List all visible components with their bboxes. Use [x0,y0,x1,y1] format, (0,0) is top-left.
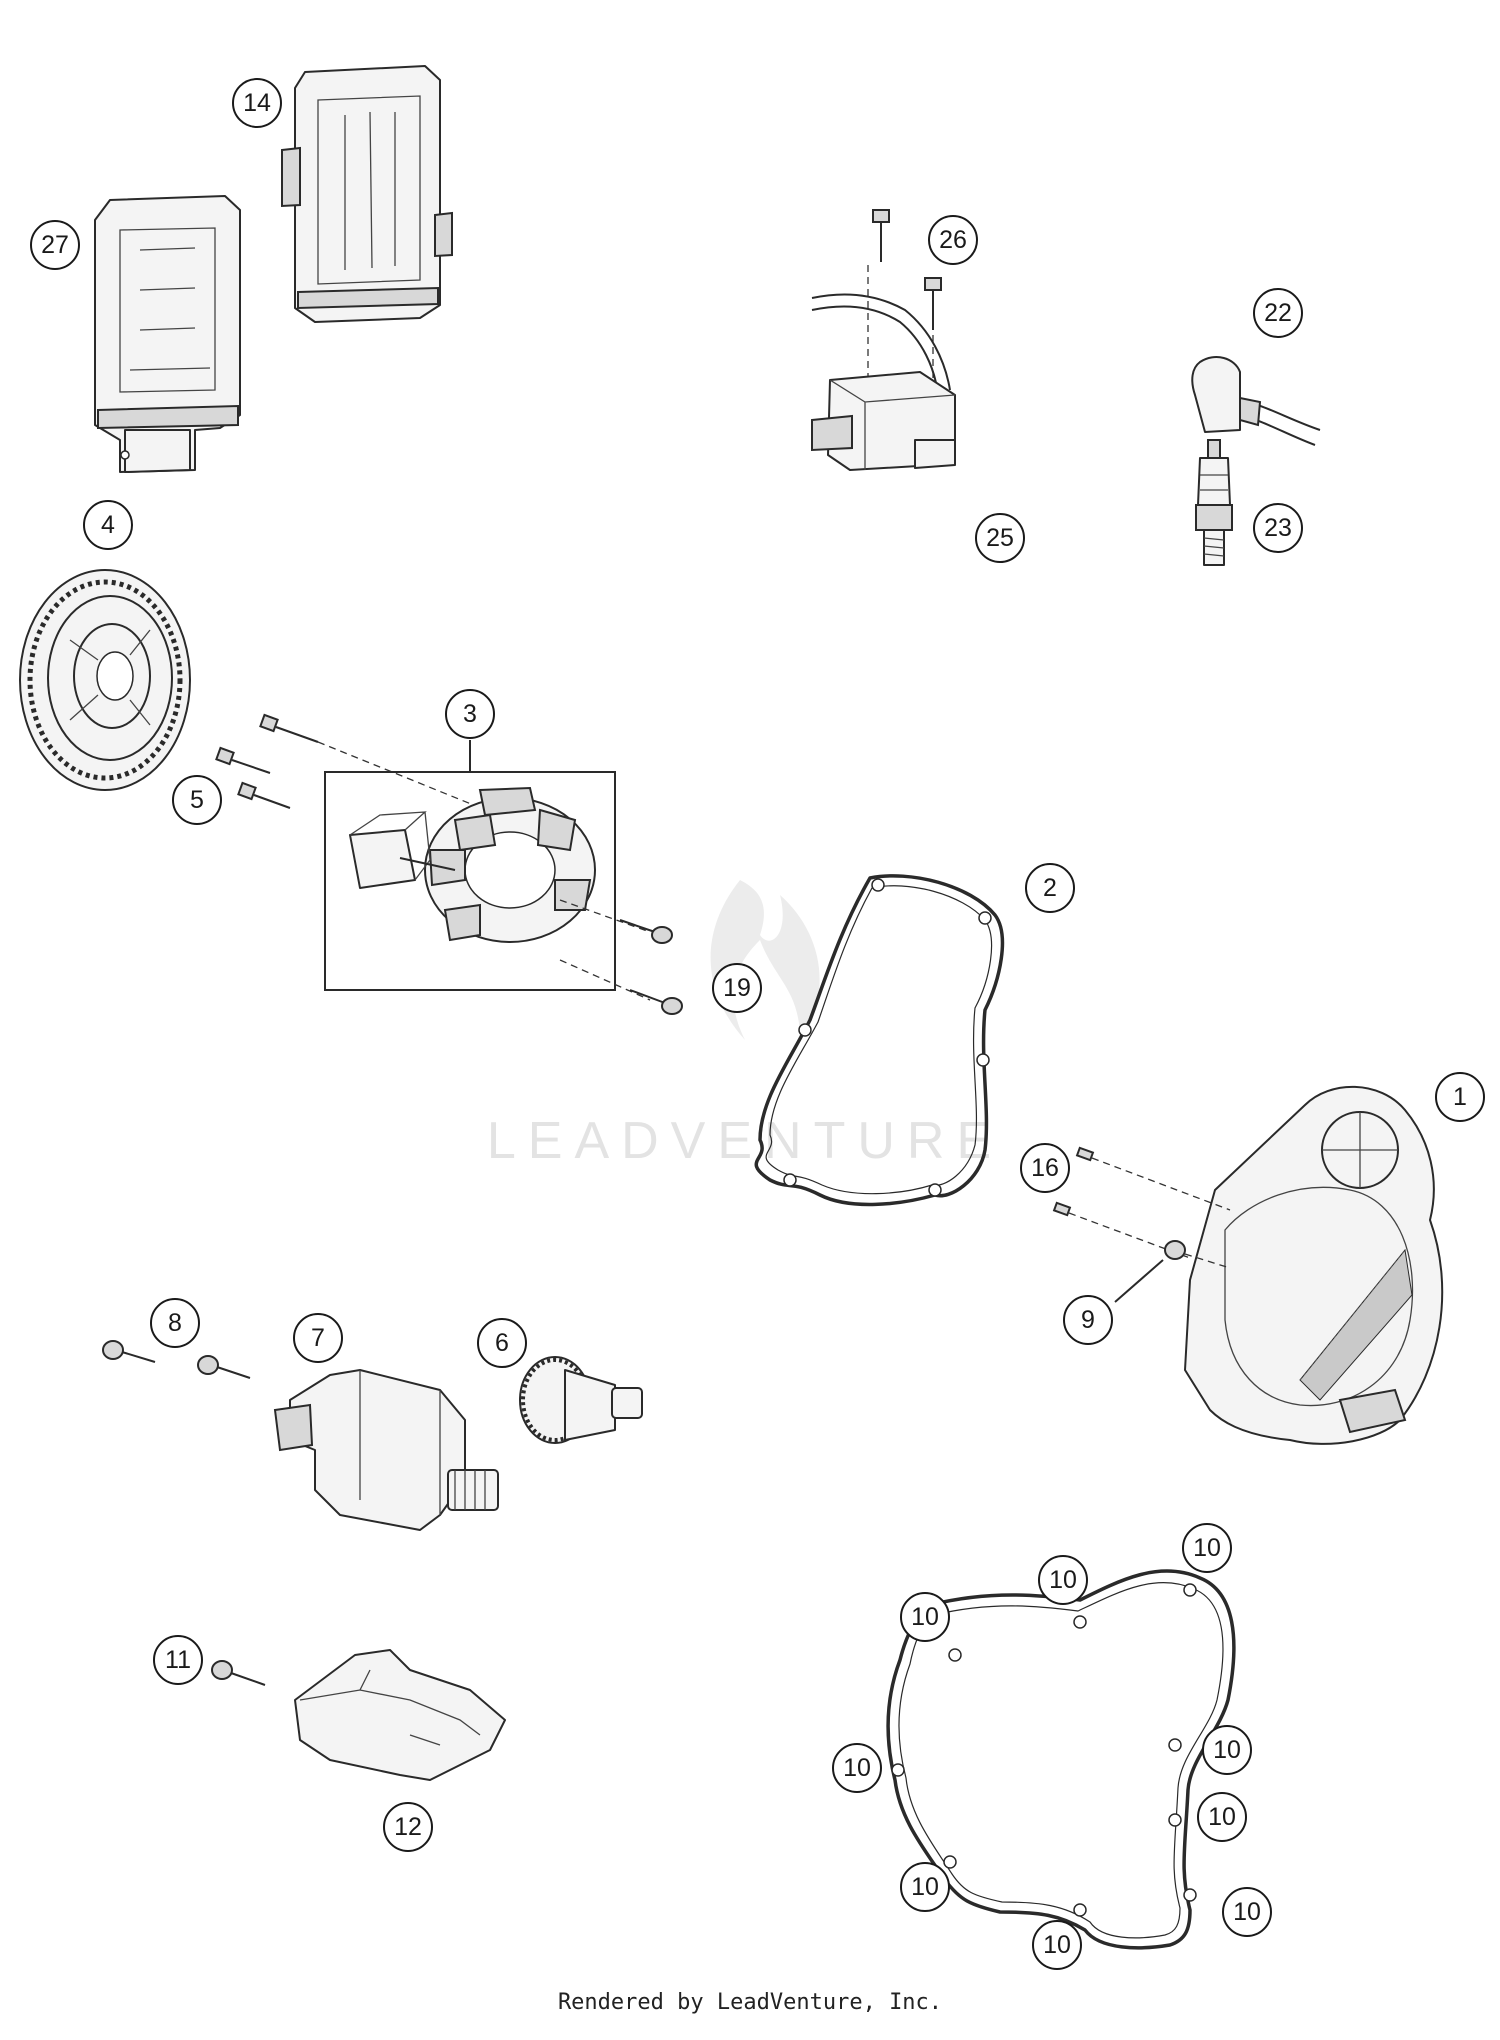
callout-5[interactable]: 5 [172,775,222,825]
spark-plug-cap-22[interactable] [1191,356,1321,446]
callout-11-label: 11 [165,1646,191,1674]
callout-10-c[interactable]: 10 [900,1592,950,1642]
callout-27[interactable]: 27 [30,220,80,270]
callout-6-label: 6 [495,1329,509,1357]
gasket-10[interactable] [886,1569,1236,1950]
callout-10-e[interactable]: 10 [832,1743,882,1793]
callout-3-label: 3 [463,700,477,728]
callout-10-b-label: 10 [1049,1566,1077,1594]
callout-7[interactable]: 7 [293,1313,343,1363]
callout-16[interactable]: 16 [1020,1143,1070,1193]
callout-12-label: 12 [394,1813,422,1841]
callout-2[interactable]: 2 [1025,863,1075,913]
callout-26-label: 26 [939,226,967,254]
stator-screws-19[interactable] [559,899,683,1015]
callout-10-a-label: 10 [1193,1534,1221,1562]
callout-2-label: 2 [1043,874,1057,902]
callout-9-label: 9 [1081,1306,1095,1334]
callout-8[interactable]: 8 [150,1298,200,1348]
callout-10-g-label: 10 [911,1873,939,1901]
ignition-coil-25[interactable] [811,293,956,471]
callout-26[interactable]: 26 [928,215,978,265]
callout-22-label: 22 [1264,299,1292,327]
flywheel-gear-4[interactable] [19,569,191,791]
callout-27-label: 27 [41,231,69,259]
ignition-cover-1[interactable] [1184,1085,1444,1445]
callout-6[interactable]: 6 [477,1318,527,1368]
callout-3[interactable]: 3 [445,689,495,739]
callout-10-g[interactable]: 10 [900,1862,950,1912]
ecu-unit-27[interactable] [94,195,241,473]
spark-plug-23[interactable] [1195,439,1233,566]
callout-10-i[interactable]: 10 [1032,1920,1082,1970]
callout-12[interactable]: 12 [383,1802,433,1852]
watermark-text: LEADVENTURE [487,1112,1003,1170]
callout-10-h-label: 10 [1233,1898,1261,1926]
callout-4[interactable]: 4 [83,500,133,550]
callout-10-f-label: 10 [1208,1803,1236,1831]
callout-10-a[interactable]: 10 [1182,1523,1232,1573]
dowel-pins-16[interactable] [1052,1146,1231,1259]
callout-16-label: 16 [1031,1154,1059,1182]
ecu-unit-14[interactable] [281,65,453,323]
callout-11[interactable]: 11 [153,1635,203,1685]
callout-10-f[interactable]: 10 [1197,1792,1247,1842]
callout-22[interactable]: 22 [1253,288,1303,338]
callout-10-c-label: 10 [911,1603,939,1631]
callout-8-label: 8 [168,1309,182,1337]
starter-motor-7[interactable] [273,1369,499,1531]
callout-1-label: 1 [1453,1083,1467,1111]
callout-14-label: 14 [243,89,271,117]
callout-5-label: 5 [190,786,204,814]
callout-1[interactable]: 1 [1435,1072,1485,1122]
callout-23[interactable]: 23 [1253,503,1303,553]
callout-19-label: 19 [723,974,751,1002]
callout-23-label: 23 [1264,514,1292,542]
stator-assembly-3[interactable] [324,740,616,991]
callout-10-e-label: 10 [843,1754,871,1782]
callout-10-b[interactable]: 10 [1038,1555,1088,1605]
callout-10-i-label: 10 [1043,1931,1071,1959]
callout-10-d-label: 10 [1213,1736,1241,1764]
callout-10-d[interactable]: 10 [1202,1725,1252,1775]
callout-19[interactable]: 19 [712,963,762,1013]
callout-7-label: 7 [311,1324,325,1352]
leadventure-watermark: LEADVENTURE [487,880,1003,1170]
callout-10-h[interactable]: 10 [1222,1887,1272,1937]
callout-25-label: 25 [986,524,1014,552]
starter-cover-12[interactable] [294,1649,506,1781]
cover-nut-9[interactable] [1114,1240,1231,1303]
footer-credit: Rendered by LeadVenture, Inc. [557,1990,943,2015]
cover-screw-11[interactable] [211,1660,266,1686]
callout-14[interactable]: 14 [232,78,282,128]
cover-gasket-2[interactable] [754,874,1005,1207]
callout-4-label: 4 [101,511,115,539]
starter-gear-6[interactable] [519,1356,643,1444]
starter-screws-8[interactable] [102,1340,251,1379]
callout-9[interactable]: 9 [1063,1295,1113,1345]
callout-25[interactable]: 25 [975,513,1025,563]
